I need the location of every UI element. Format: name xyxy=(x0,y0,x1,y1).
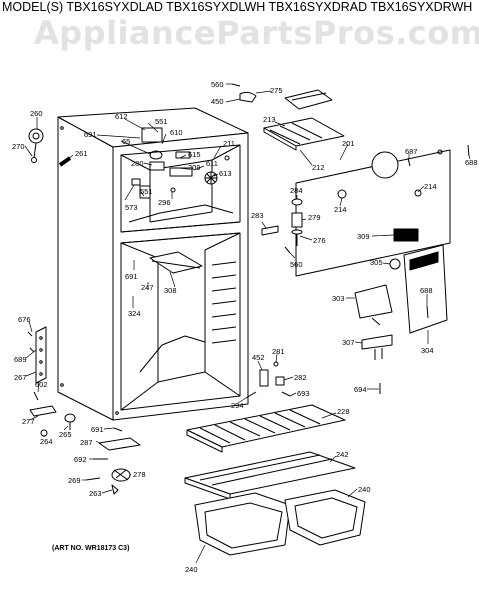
callout: 276 xyxy=(313,236,326,245)
refrigerator-case xyxy=(57,107,249,421)
callout: 269 xyxy=(68,476,81,485)
callout: 602 xyxy=(35,380,48,389)
callout: 264 xyxy=(40,437,53,446)
callout: 240 xyxy=(185,565,198,574)
callout: 275 xyxy=(270,86,283,95)
callout: 278 xyxy=(133,470,146,479)
watermark-logo: AppliancePartsPros.com xyxy=(34,14,479,52)
callout: 307 xyxy=(342,338,355,347)
callout: 693 xyxy=(297,389,310,398)
callout: 214 xyxy=(334,205,347,214)
callout: 612 xyxy=(115,112,128,121)
callout: 211 xyxy=(223,139,235,148)
callout: 287 xyxy=(80,438,93,447)
callout: 279 xyxy=(308,213,321,222)
callout: 296 xyxy=(158,198,171,207)
callout: 691 xyxy=(84,130,97,139)
callout: 65 xyxy=(122,137,130,146)
callout: 304 xyxy=(421,346,434,355)
callout: 676 xyxy=(18,315,31,324)
callout: 613 xyxy=(219,169,232,178)
callout: 691 xyxy=(91,425,104,434)
callout: 240 xyxy=(358,485,371,494)
callout: 687 xyxy=(405,147,418,156)
callout: 284 xyxy=(290,186,303,195)
callout: 212 xyxy=(312,163,325,172)
callout: 277 xyxy=(22,417,35,426)
callout: 263 xyxy=(89,489,102,498)
callout: 265 xyxy=(59,430,72,439)
callout: 242 xyxy=(336,450,349,459)
top-right-parts xyxy=(231,83,470,277)
callout: 615 xyxy=(188,150,201,159)
callout: 573 xyxy=(125,203,138,212)
callout: 692 xyxy=(74,455,87,464)
callout: 294 xyxy=(231,401,244,410)
callout: 209 xyxy=(188,163,201,172)
model-numbers: MODEL(S) TBX16SYXDLAD TBX16SYXDLWH TBX16… xyxy=(2,0,473,14)
callout: 694 xyxy=(354,385,367,394)
left-parts xyxy=(27,128,76,437)
callout: 213 xyxy=(263,115,276,124)
callout: 247 xyxy=(141,283,154,292)
callout: 270 xyxy=(12,142,25,151)
callout: 450 xyxy=(211,97,224,106)
callout: 283 xyxy=(251,211,264,220)
callout: 305 xyxy=(370,258,383,267)
middle-parts xyxy=(259,198,448,397)
callout: 201 xyxy=(342,139,355,148)
callout: 324 xyxy=(128,309,141,318)
callout: 691 xyxy=(125,272,138,281)
art-number-note: (ART NO. WR18173 C3) xyxy=(52,545,130,552)
callout: 282 xyxy=(294,373,307,382)
callout: 689 xyxy=(14,355,27,364)
callout: 551 xyxy=(155,117,168,126)
callout: 560 xyxy=(290,260,303,269)
callout: 261 xyxy=(75,149,88,158)
callout: 308 xyxy=(164,286,177,295)
callout: 280 xyxy=(131,159,144,168)
callout: 267 xyxy=(14,373,27,382)
callout: 214 xyxy=(424,182,437,191)
callout-labels: 560 275 450 213 260 270 612 551 691 65 6… xyxy=(12,80,478,574)
callout: 610 xyxy=(170,128,183,137)
callout: 452 xyxy=(252,353,265,362)
callout: 688 xyxy=(420,286,433,295)
callout: 228 xyxy=(337,407,350,416)
callout: 281 xyxy=(272,347,285,356)
callout: 303 xyxy=(332,294,345,303)
shelves-crispers xyxy=(85,391,366,556)
leader-lines xyxy=(24,83,471,564)
callout: 309 xyxy=(357,232,370,241)
callout: 560 xyxy=(211,80,224,89)
callout: 551 xyxy=(140,187,153,196)
callout: 260 xyxy=(30,109,43,118)
callout: 611 xyxy=(206,159,218,168)
callout: 688 xyxy=(465,158,478,167)
